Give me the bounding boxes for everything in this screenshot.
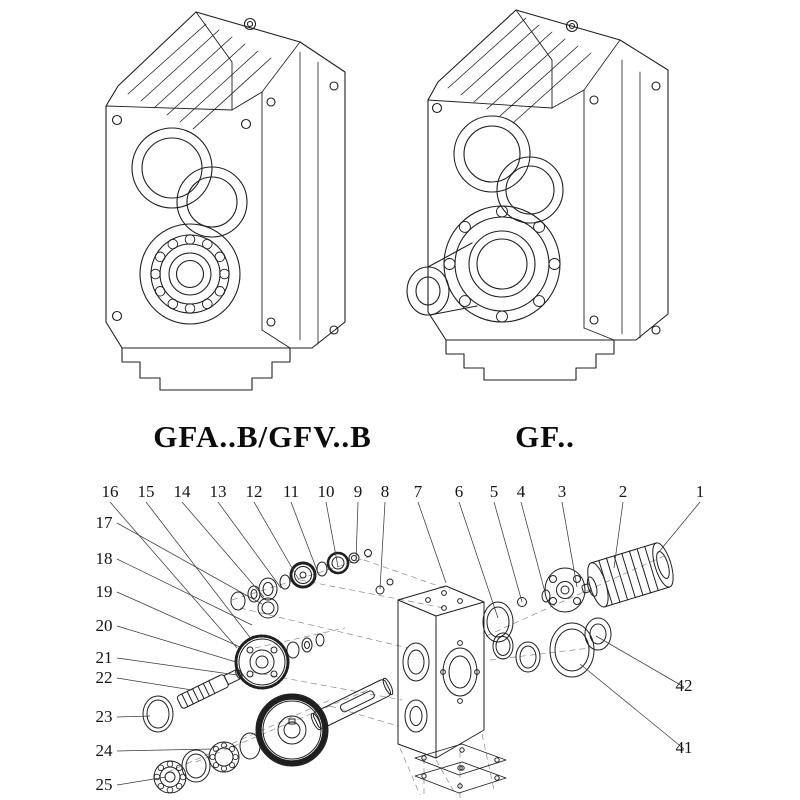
leader-lines (109, 501, 701, 786)
callout-4: 4 (516, 482, 526, 501)
callout-9: 9 (353, 482, 363, 501)
callout-11: 11 (282, 482, 300, 501)
motor-unit (581, 542, 674, 608)
callout-19: 19 (95, 582, 113, 601)
callout-5: 5 (489, 482, 499, 501)
callout-10: 10 (317, 482, 335, 501)
gearbox-left-drawing (105, 11, 346, 391)
model-label-left: GFA..B/GFV..B (153, 419, 372, 454)
callout-24: 24 (95, 741, 113, 760)
callout-42: 42 (675, 676, 693, 695)
callout-17: 17 (95, 513, 113, 532)
callout-12: 12 (245, 482, 263, 501)
callout-6: 6 (454, 482, 464, 501)
model-label-right: GF.. (515, 419, 575, 454)
callout-16: 16 (101, 482, 119, 501)
callout-25: 25 (95, 775, 113, 794)
exploded-assembly (142, 542, 674, 794)
callout-21: 21 (95, 648, 113, 667)
callout-14: 14 (173, 482, 191, 501)
callout-13: 13 (209, 482, 227, 501)
callout-23: 23 (95, 707, 113, 726)
gearbox-right-drawing (406, 9, 669, 381)
callout-18: 18 (95, 549, 113, 568)
callout-8: 8 (380, 482, 390, 501)
callout-2: 2 (618, 482, 628, 501)
callout-20: 20 (95, 616, 113, 635)
callout-1: 1 (695, 482, 705, 501)
callout-41: 41 (675, 738, 693, 757)
callout-3: 3 (557, 482, 567, 501)
callout-15: 15 (137, 482, 155, 501)
callout-22: 22 (95, 668, 113, 687)
callout-7: 7 (413, 482, 423, 501)
